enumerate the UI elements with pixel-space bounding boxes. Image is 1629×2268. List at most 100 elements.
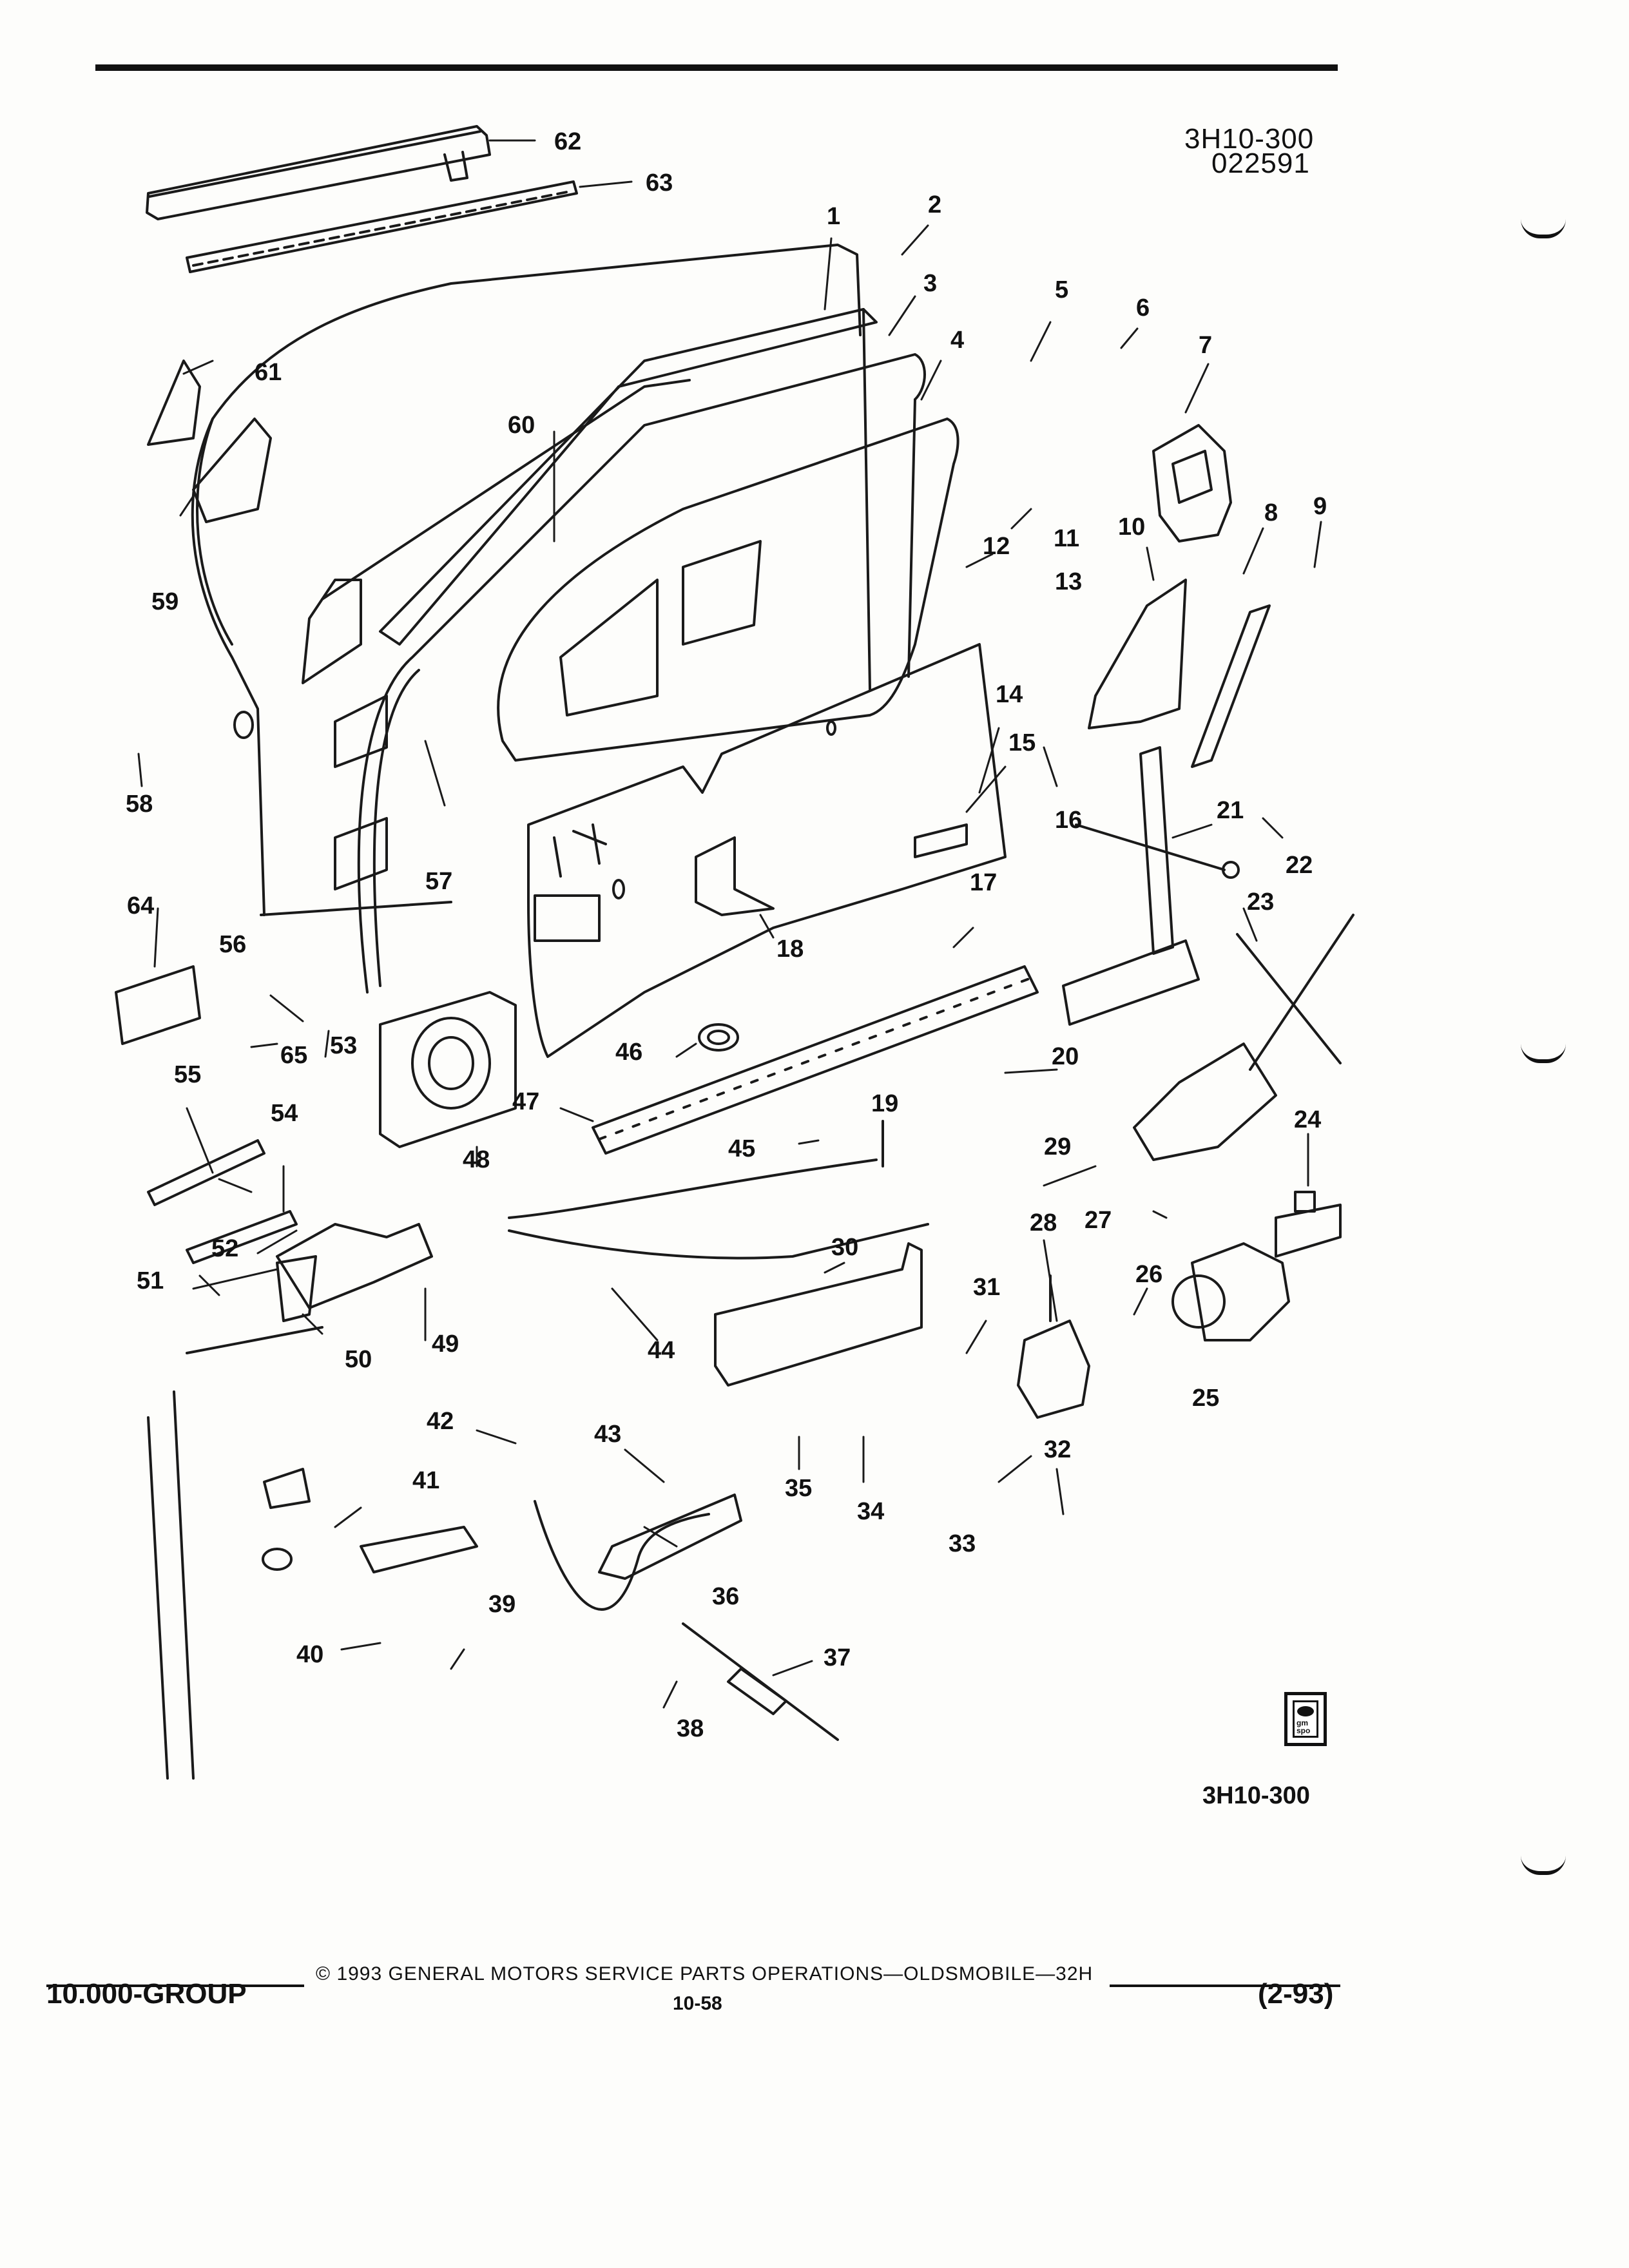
callout-26: 26: [1135, 1261, 1162, 1288]
mirror-trim-piece: [147, 360, 201, 446]
margin-mark: [1521, 1044, 1566, 1063]
door-handle-cable: [534, 1500, 710, 1611]
group-label: 10.000-GROUP: [46, 1978, 247, 2010]
callout-12: 12: [983, 533, 1010, 560]
callout-49: 49: [432, 1331, 459, 1358]
callout-53: 53: [330, 1032, 357, 1059]
callout-63: 63: [646, 169, 673, 197]
belt-weatherstrip-outer: [146, 125, 491, 220]
callout-5: 5: [1055, 276, 1068, 303]
callout-47: 47: [512, 1088, 539, 1115]
margin-mark: [1521, 219, 1566, 238]
callout-41: 41: [412, 1467, 439, 1494]
callout-24: 24: [1294, 1106, 1321, 1133]
mirror-patch: [192, 418, 272, 523]
top-rule: [95, 64, 1338, 71]
callout-56: 56: [219, 931, 246, 958]
callout-16: 16: [1055, 807, 1082, 834]
callout-9: 9: [1313, 493, 1327, 520]
callout-37: 37: [824, 1644, 851, 1671]
footer-rule-left: [46, 1984, 304, 1987]
callout-65: 65: [280, 1042, 307, 1069]
callout-59: 59: [151, 588, 178, 615]
water-deflector: [527, 643, 1007, 1058]
footer-rule-right: [1110, 1984, 1340, 1987]
inside-door-handle: [262, 1468, 478, 1573]
callout-50: 50: [345, 1346, 372, 1373]
callout-35: 35: [785, 1475, 812, 1502]
logo-text: gm spo: [1296, 1718, 1311, 1735]
callout-30: 30: [831, 1234, 858, 1261]
leader-lines: [137, 139, 1322, 1709]
motor-drive-gear: [1275, 1191, 1342, 1258]
speaker-assembly: [379, 991, 517, 1148]
callout-62: 62: [554, 128, 581, 155]
callout-34: 34: [857, 1498, 884, 1525]
door-sill-moulding: [592, 965, 1039, 1155]
callout-39: 39: [488, 1591, 516, 1618]
callout-31: 31: [973, 1274, 1000, 1301]
callout-57: 57: [425, 868, 452, 895]
callout-40: 40: [296, 1641, 323, 1668]
callout-6: 6: [1136, 294, 1150, 322]
callout-19: 19: [871, 1090, 898, 1117]
window-rear-channel: [1088, 579, 1187, 729]
door-hinge: [115, 965, 201, 1045]
callout-44: 44: [648, 1337, 675, 1364]
callout-27: 27: [1084, 1207, 1112, 1234]
page-number: 10-58: [673, 1993, 722, 2014]
lock-rods: [508, 1120, 929, 1260]
callout-29: 29: [1044, 1133, 1071, 1160]
callout-20: 20: [1052, 1043, 1079, 1070]
callout-2: 2: [928, 191, 941, 218]
copyright-line: © 1993 GENERAL MOTORS SERVICE PARTS OPER…: [316, 1963, 1094, 1984]
callout-15: 15: [1008, 729, 1036, 756]
callout-48: 48: [463, 1146, 490, 1173]
callout-61: 61: [255, 359, 282, 386]
callout-60: 60: [508, 412, 535, 439]
bottom-figure-code: 3H10-300: [1202, 1782, 1310, 1809]
belt-weatherstrip-inner: [186, 180, 578, 273]
margin-mark: [1521, 1856, 1566, 1875]
callout-45: 45: [728, 1135, 755, 1162]
door-frame-seal: [357, 353, 926, 994]
callout-8: 8: [1264, 499, 1278, 526]
callout-58: 58: [126, 791, 153, 818]
callout-11: 11: [1054, 525, 1079, 552]
door-outer-panel: [191, 244, 862, 916]
door-lock-assembly: [1152, 424, 1232, 543]
outside-door-handle: [598, 1494, 742, 1580]
callout-4: 4: [950, 327, 964, 354]
callout-52: 52: [211, 1235, 238, 1262]
callout-23: 23: [1247, 889, 1274, 916]
callout-18: 18: [776, 936, 804, 963]
grommet: [698, 1023, 739, 1052]
callout-3: 3: [923, 270, 937, 297]
callout-21: 21: [1217, 797, 1244, 824]
figure-date: 022591: [1211, 148, 1310, 179]
window-glass: [497, 418, 959, 762]
callout-32: 32: [1044, 1436, 1071, 1463]
callout-51: 51: [137, 1267, 164, 1294]
callout-36: 36: [712, 1583, 739, 1610]
callout-25: 25: [1192, 1385, 1219, 1412]
window-front-channel: [1191, 604, 1271, 768]
callout-10: 10: [1118, 514, 1145, 541]
window-motor: [1171, 1242, 1290, 1341]
callout-labels: 1 2 3 4 5 6 7 8 9 10 11 12 13 14 15 16 1…: [126, 128, 1327, 1742]
callout-14: 14: [996, 681, 1023, 708]
callout-22: 22: [1286, 852, 1313, 879]
callout-13: 13: [1055, 568, 1082, 595]
revision-date: (2-93): [1258, 1978, 1334, 2010]
window-regulator-power: [1133, 914, 1354, 1161]
callout-46: 46: [615, 1039, 642, 1066]
door-check-pin: [147, 1139, 265, 1206]
body-pillar: [147, 1326, 323, 1780]
callout-55: 55: [174, 1061, 201, 1088]
callout-28: 28: [1030, 1209, 1057, 1236]
callout-64: 64: [127, 892, 154, 919]
lock-cylinder-rod: [682, 1622, 839, 1741]
lower-hinge-assembly: [276, 1223, 433, 1322]
